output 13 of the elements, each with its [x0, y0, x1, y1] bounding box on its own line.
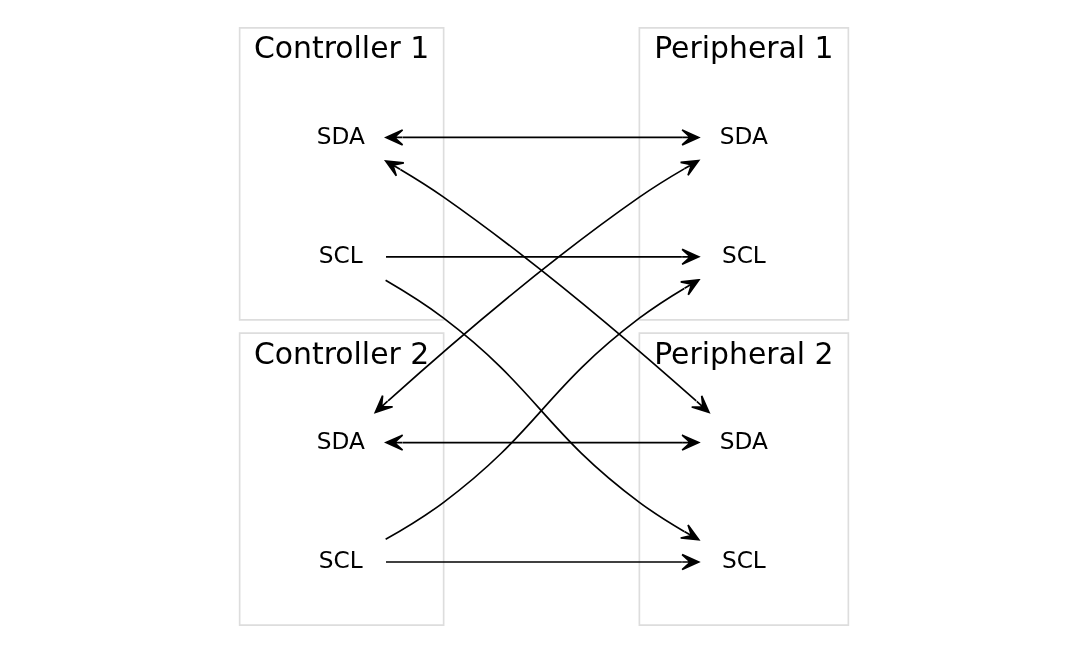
node-text: SCL [721, 546, 766, 574]
node-text: SDA [719, 426, 768, 454]
arrow [384, 434, 700, 451]
node-text: SDA [316, 121, 365, 149]
arrow [384, 279, 700, 541]
node-text: SCL [721, 240, 766, 268]
node-text: SCL [318, 546, 363, 574]
arrow [384, 553, 700, 571]
arrow [384, 248, 700, 266]
node-text: SCL [318, 240, 363, 268]
node-text: SDA [316, 426, 365, 454]
arrow [384, 129, 700, 146]
node-text: SDA [719, 121, 768, 149]
